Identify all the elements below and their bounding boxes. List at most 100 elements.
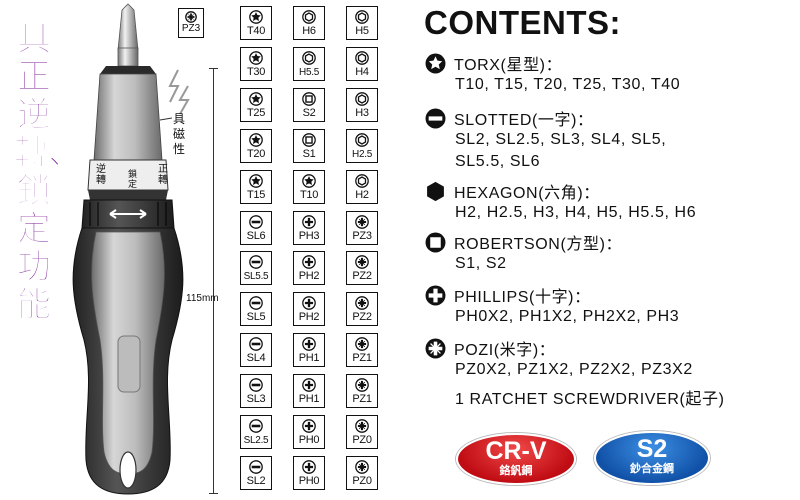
length-label: 115mm bbox=[186, 293, 219, 304]
category-name: TORX(星型)： bbox=[454, 57, 563, 74]
bit-t20: T20 bbox=[240, 128, 272, 163]
contents-category-hexagon: HEXAGON(六角)：H2, H2.5, H3, H4, H5, H5.5, … bbox=[425, 180, 696, 224]
bit-h5-5: H5.5 bbox=[293, 46, 325, 81]
category-heading: SLOTTED(一字)： bbox=[425, 107, 666, 129]
torx-icon bbox=[241, 173, 271, 188]
slot-icon bbox=[241, 255, 271, 270]
bit-sl4: SL4 bbox=[240, 333, 272, 368]
bit-label: PZ0 bbox=[352, 474, 372, 487]
bit-sl5-5: SL5.5 bbox=[240, 251, 272, 286]
bit-pz0: PZ0 bbox=[346, 455, 378, 490]
bit-label: S1 bbox=[302, 147, 316, 160]
slot-icon bbox=[241, 214, 271, 229]
bit-label: PZ1 bbox=[352, 352, 372, 365]
bit-label: SL4 bbox=[246, 352, 266, 365]
phillips-icon bbox=[294, 460, 324, 474]
bit-label: PH3 bbox=[298, 229, 320, 242]
bit-ph2: PH2 bbox=[293, 251, 325, 286]
bit-t40: T40 bbox=[240, 6, 272, 40]
bit-ph0: PH0 bbox=[293, 455, 325, 490]
magnetic-label: 具磁性 bbox=[172, 112, 185, 156]
phillips-icon bbox=[425, 285, 454, 306]
feature-title: 具正逆轉、鎖定功能 bbox=[14, 19, 83, 325]
bit-label: T20 bbox=[246, 147, 266, 160]
bit-h3: H3 bbox=[346, 87, 378, 122]
square-icon bbox=[294, 91, 324, 106]
category-values: PH0X2, PH1X2, PH2X2, PH3 bbox=[455, 308, 680, 325]
bit-h2-5: H2.5 bbox=[346, 128, 378, 163]
contents-category-robertson: ROBERTSON(方型)：S1, S2 bbox=[425, 231, 622, 275]
bit-label: T40 bbox=[246, 25, 266, 37]
pozi-icon bbox=[347, 337, 377, 352]
square-icon bbox=[294, 132, 324, 147]
bit-pz3: PZ3 bbox=[346, 210, 378, 245]
bit-ph3: PH3 bbox=[293, 210, 325, 245]
bit-label: S2 bbox=[302, 106, 316, 119]
bit-sl2-5: SL2.5 bbox=[240, 415, 272, 449]
bit-pz1: PZ1 bbox=[346, 374, 378, 409]
slot-icon bbox=[241, 337, 271, 352]
bit-sl5: SL5 bbox=[240, 292, 272, 327]
bit-label: T30 bbox=[246, 65, 266, 78]
contents-category-phillips: PHILLIPS(十字)：PH0X2, PH1X2, PH2X2, PH3 bbox=[425, 284, 679, 328]
bit-ph1: PH1 bbox=[293, 333, 325, 368]
bit-t30: T30 bbox=[240, 46, 272, 81]
category-heading: HEXAGON(六角)： bbox=[425, 180, 696, 202]
contents-category-torx: TORX(星型)：T10, T15, T20, T25, T30, T40 bbox=[425, 52, 680, 96]
bit-label: PZ1 bbox=[352, 393, 372, 406]
lock-label: 鎖定 bbox=[128, 170, 138, 190]
category-values: S1, S2 bbox=[455, 255, 507, 272]
bit-label: PH2 bbox=[298, 270, 320, 283]
bit-sl2: SL2 bbox=[240, 455, 272, 490]
bit-label: PH1 bbox=[298, 352, 320, 365]
hex-icon bbox=[347, 132, 377, 147]
torx-icon bbox=[294, 173, 324, 188]
s2-badge-main: S2 bbox=[636, 435, 668, 463]
category-name: HEXAGON(六角)： bbox=[454, 185, 600, 202]
slot-icon bbox=[241, 419, 271, 433]
phillips-icon bbox=[294, 419, 324, 433]
hex-icon bbox=[347, 91, 377, 106]
ratchet-item: 1 RATCHET SCREWDRIVER(起子) bbox=[455, 391, 725, 408]
phillips-icon bbox=[294, 296, 324, 311]
bit-ph2: PH2 bbox=[293, 292, 325, 327]
s2-badge: S2 鈔合金鋼 bbox=[594, 431, 710, 485]
bit-ph1: PH1 bbox=[293, 374, 325, 409]
bit-label: H6 bbox=[302, 25, 316, 37]
phillips-icon bbox=[294, 214, 324, 229]
slot-icon bbox=[241, 296, 271, 311]
phillips-icon bbox=[294, 337, 324, 352]
bit-label: PH2 bbox=[298, 311, 320, 324]
pozi-icon bbox=[425, 338, 454, 359]
bit-s1: S1 bbox=[293, 128, 325, 163]
phillips-icon bbox=[294, 255, 324, 270]
robertson-icon bbox=[425, 232, 454, 253]
pozi-icon bbox=[347, 378, 377, 392]
bit-label: H4 bbox=[355, 65, 369, 78]
bit-s2: S2 bbox=[293, 87, 325, 122]
phillips-icon bbox=[294, 378, 324, 392]
bit-label: SL2 bbox=[246, 474, 266, 487]
pozi-icon bbox=[347, 255, 377, 270]
category-heading: POZI(米字)： bbox=[425, 337, 693, 359]
bit-ph0: PH0 bbox=[293, 415, 325, 449]
hex-icon bbox=[347, 51, 377, 65]
bit-label: SL5 bbox=[246, 311, 266, 324]
bit-label: T15 bbox=[246, 188, 266, 201]
contents-title: CONTENTS: bbox=[424, 4, 621, 41]
pozi-icon bbox=[347, 296, 377, 311]
bit-label: T25 bbox=[246, 106, 266, 119]
hex-icon bbox=[347, 173, 377, 188]
bit-label: SL2.5 bbox=[243, 435, 269, 446]
torx-icon bbox=[241, 10, 271, 24]
bit-sl6: SL6 bbox=[240, 210, 272, 245]
bit-h2: H2 bbox=[346, 169, 378, 204]
bit-label: PH0 bbox=[298, 434, 320, 446]
bit-pz0: PZ0 bbox=[346, 415, 378, 449]
bit-label: SL6 bbox=[246, 229, 266, 242]
hexagon-icon bbox=[425, 181, 454, 202]
pozi-icon bbox=[347, 419, 377, 433]
forward-label: 正轉 bbox=[158, 164, 168, 186]
bit-label: H5.5 bbox=[299, 66, 319, 78]
ratchet-screwdriver-illustration bbox=[72, 3, 190, 495]
